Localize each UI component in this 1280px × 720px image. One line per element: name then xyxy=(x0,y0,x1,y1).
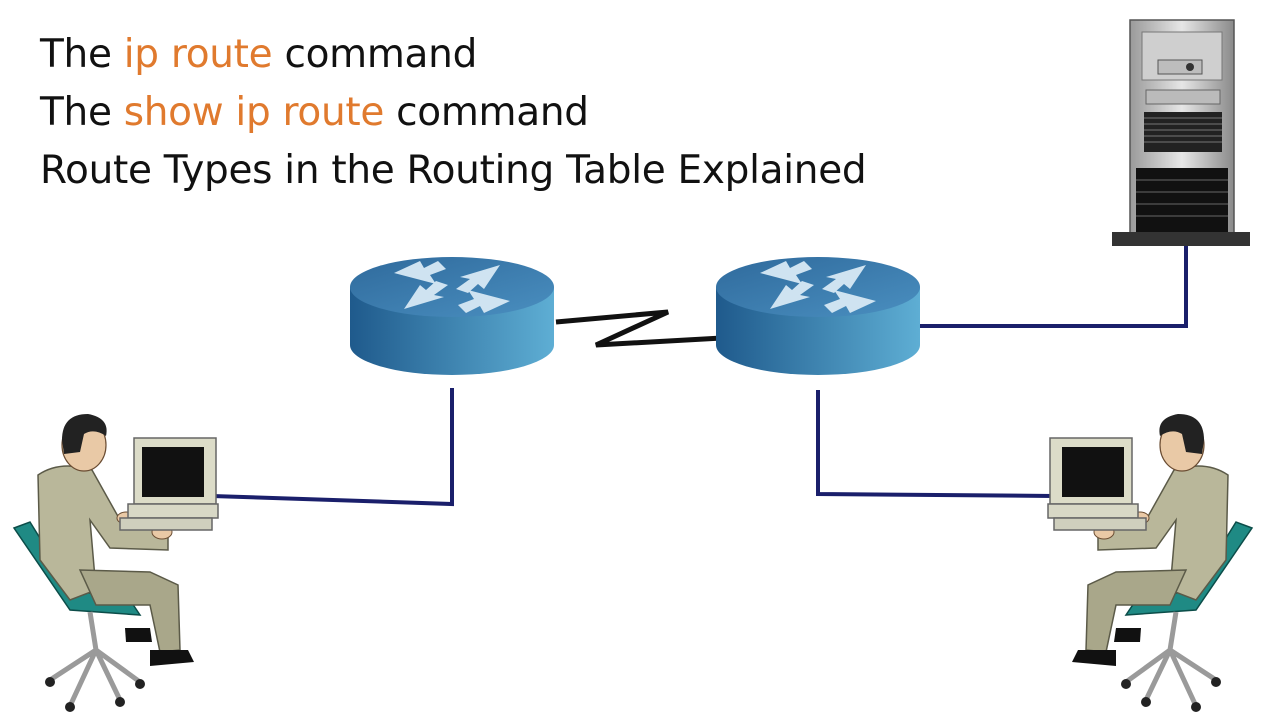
link-right-pc-to-router xyxy=(816,390,1055,498)
link-left-pc-to-router xyxy=(211,388,454,507)
title-highlight-ip-route: ip route xyxy=(123,32,273,77)
link-router-to-server xyxy=(920,244,1188,328)
server-icon xyxy=(1112,19,1250,246)
router-right-icon xyxy=(716,257,920,375)
title-line-1: The ip route command xyxy=(40,32,478,77)
user-workstation-right-icon xyxy=(1048,414,1252,712)
title-highlight-show-ip-route: show ip route xyxy=(123,90,385,135)
title-block: The ip route command The show ip route c… xyxy=(40,26,867,200)
title-line-3: Route Types in the Routing Table Explain… xyxy=(40,148,867,193)
user-workstation-left-icon xyxy=(14,414,218,712)
serial-link-router-to-router xyxy=(555,309,723,348)
router-left-icon xyxy=(350,257,554,375)
title-line-2: The show ip route command xyxy=(40,90,589,135)
